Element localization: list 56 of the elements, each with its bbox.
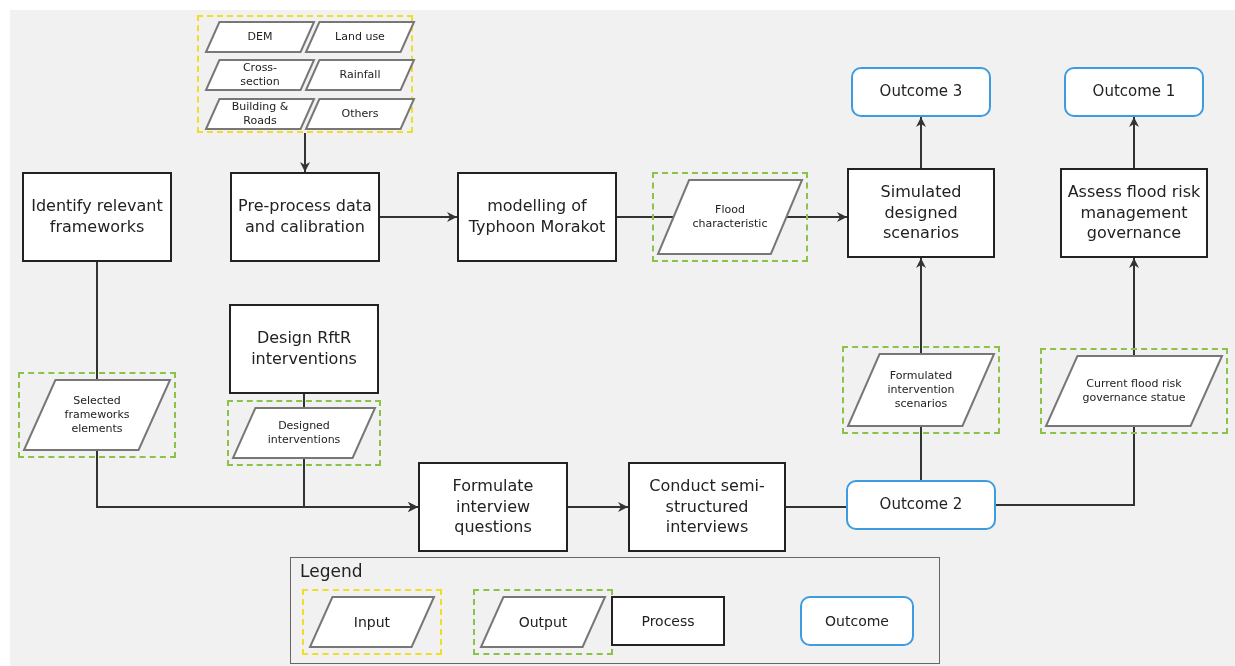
outcome-box — [1064, 67, 1204, 117]
node-label: Assess flood risk management governance — [1066, 181, 1202, 245]
node-label: Identify relevant frameworks — [30, 196, 164, 238]
output-data-node — [842, 346, 1000, 434]
legend-label: Output — [517, 612, 569, 632]
node-label: modelling of Typhoon Morakot — [467, 196, 607, 238]
output-data-node — [652, 172, 808, 262]
process-box — [847, 168, 995, 258]
legend-label: Input — [352, 612, 392, 632]
arrow — [303, 458, 419, 512]
process-box — [22, 172, 172, 262]
node-label: Current flood risk governance statue — [1081, 376, 1187, 406]
node-label: Conduct semi-structured interviews — [648, 475, 766, 539]
process-box — [229, 304, 379, 394]
node-label: Outcome 2 — [879, 495, 963, 515]
dashed-frame — [197, 15, 413, 133]
legend-label: Outcome — [825, 611, 889, 631]
node-label: Rainfall — [338, 67, 382, 83]
node-label: Formulate interview questions — [451, 475, 535, 539]
node-label: Simulated designed scenarios — [879, 181, 963, 245]
arrow — [785, 212, 848, 222]
node-label: Formulated intervention scenarios — [886, 368, 956, 412]
input-data-parallelogram — [305, 98, 415, 130]
legend-label: Process — [640, 611, 696, 631]
input-data-parallelogram — [305, 21, 415, 53]
outcome-box — [846, 480, 996, 530]
process-box — [418, 462, 568, 552]
node-label: Flood characteristic — [691, 202, 769, 232]
arrow — [916, 257, 926, 354]
legend-title: Legend — [300, 561, 363, 581]
arrow — [1129, 257, 1139, 356]
process-box — [230, 172, 380, 262]
output-data-node — [18, 372, 176, 458]
process-box — [628, 462, 786, 552]
node-label: Cross-section — [239, 60, 281, 90]
node-label: Land use — [334, 29, 386, 45]
node-label: Outcome 1 — [1092, 82, 1176, 102]
process-box — [457, 172, 617, 262]
output-data-node — [1040, 348, 1228, 434]
process-box — [1060, 168, 1208, 258]
node-label: DEM — [246, 29, 274, 45]
node-label: Pre-process data and calibration — [237, 196, 373, 238]
arrow — [300, 132, 310, 173]
node-label: Design RftR interventions — [250, 328, 358, 370]
arrow — [567, 502, 629, 512]
node-label: Building & Roads — [230, 99, 290, 129]
node-label: Designed interventions — [266, 418, 342, 448]
node-label: Selected frameworks elements — [63, 393, 131, 437]
node-label: Others — [340, 106, 380, 122]
arrow — [379, 212, 458, 222]
node-label: Outcome 3 — [879, 82, 963, 102]
outcome-box — [851, 67, 991, 117]
output-data-node — [227, 400, 381, 466]
arrow — [1129, 116, 1139, 169]
arrow — [916, 116, 926, 169]
input-data-parallelogram — [305, 59, 415, 91]
